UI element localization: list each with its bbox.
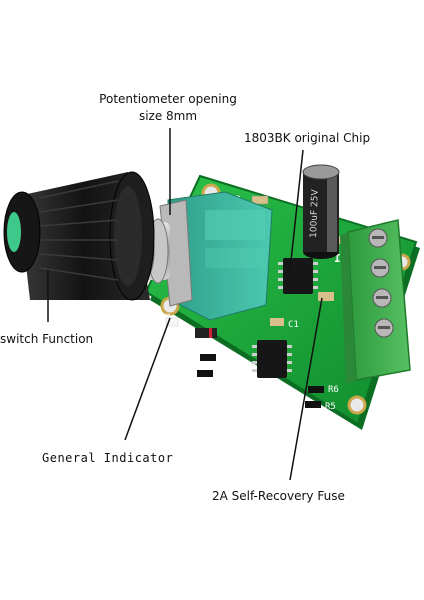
chip-1803bk	[278, 258, 318, 294]
label-potentiometer-line2: size 8mm	[138, 109, 198, 123]
leader-chip	[289, 149, 304, 271]
leader-fuse	[289, 297, 323, 481]
indicator-led	[165, 317, 179, 327]
leader-lines	[47, 128, 323, 481]
label-indicator: General Indicator	[42, 451, 174, 465]
knob	[3, 171, 155, 301]
silk-r6: R6	[328, 385, 339, 395]
knob-cap	[3, 191, 41, 273]
capacitor-text: 100uF 25V	[309, 188, 321, 238]
leader-indicator	[124, 317, 171, 441]
label-switch: switch Function	[0, 332, 94, 346]
capacitor: 100uF 25V	[302, 164, 340, 259]
mosfet-chip	[252, 340, 292, 378]
silk-r5: R5	[325, 402, 336, 412]
label-potentiometer-line1: Potentiometer opening	[99, 92, 237, 106]
label-chip: 1803BK original Chip	[244, 131, 371, 145]
silk-r8: R8	[175, 367, 186, 377]
label-fuse: 2A Self-Recovery Fuse	[212, 489, 345, 503]
knob-accent-ring	[7, 212, 21, 252]
potentiometer	[159, 191, 273, 321]
silk-c1: C1	[288, 320, 299, 330]
screw-terminal	[340, 219, 411, 384]
terminal-screws	[368, 228, 394, 338]
silk-d2: D2	[160, 313, 171, 323]
silk-r9: R9	[180, 351, 191, 361]
